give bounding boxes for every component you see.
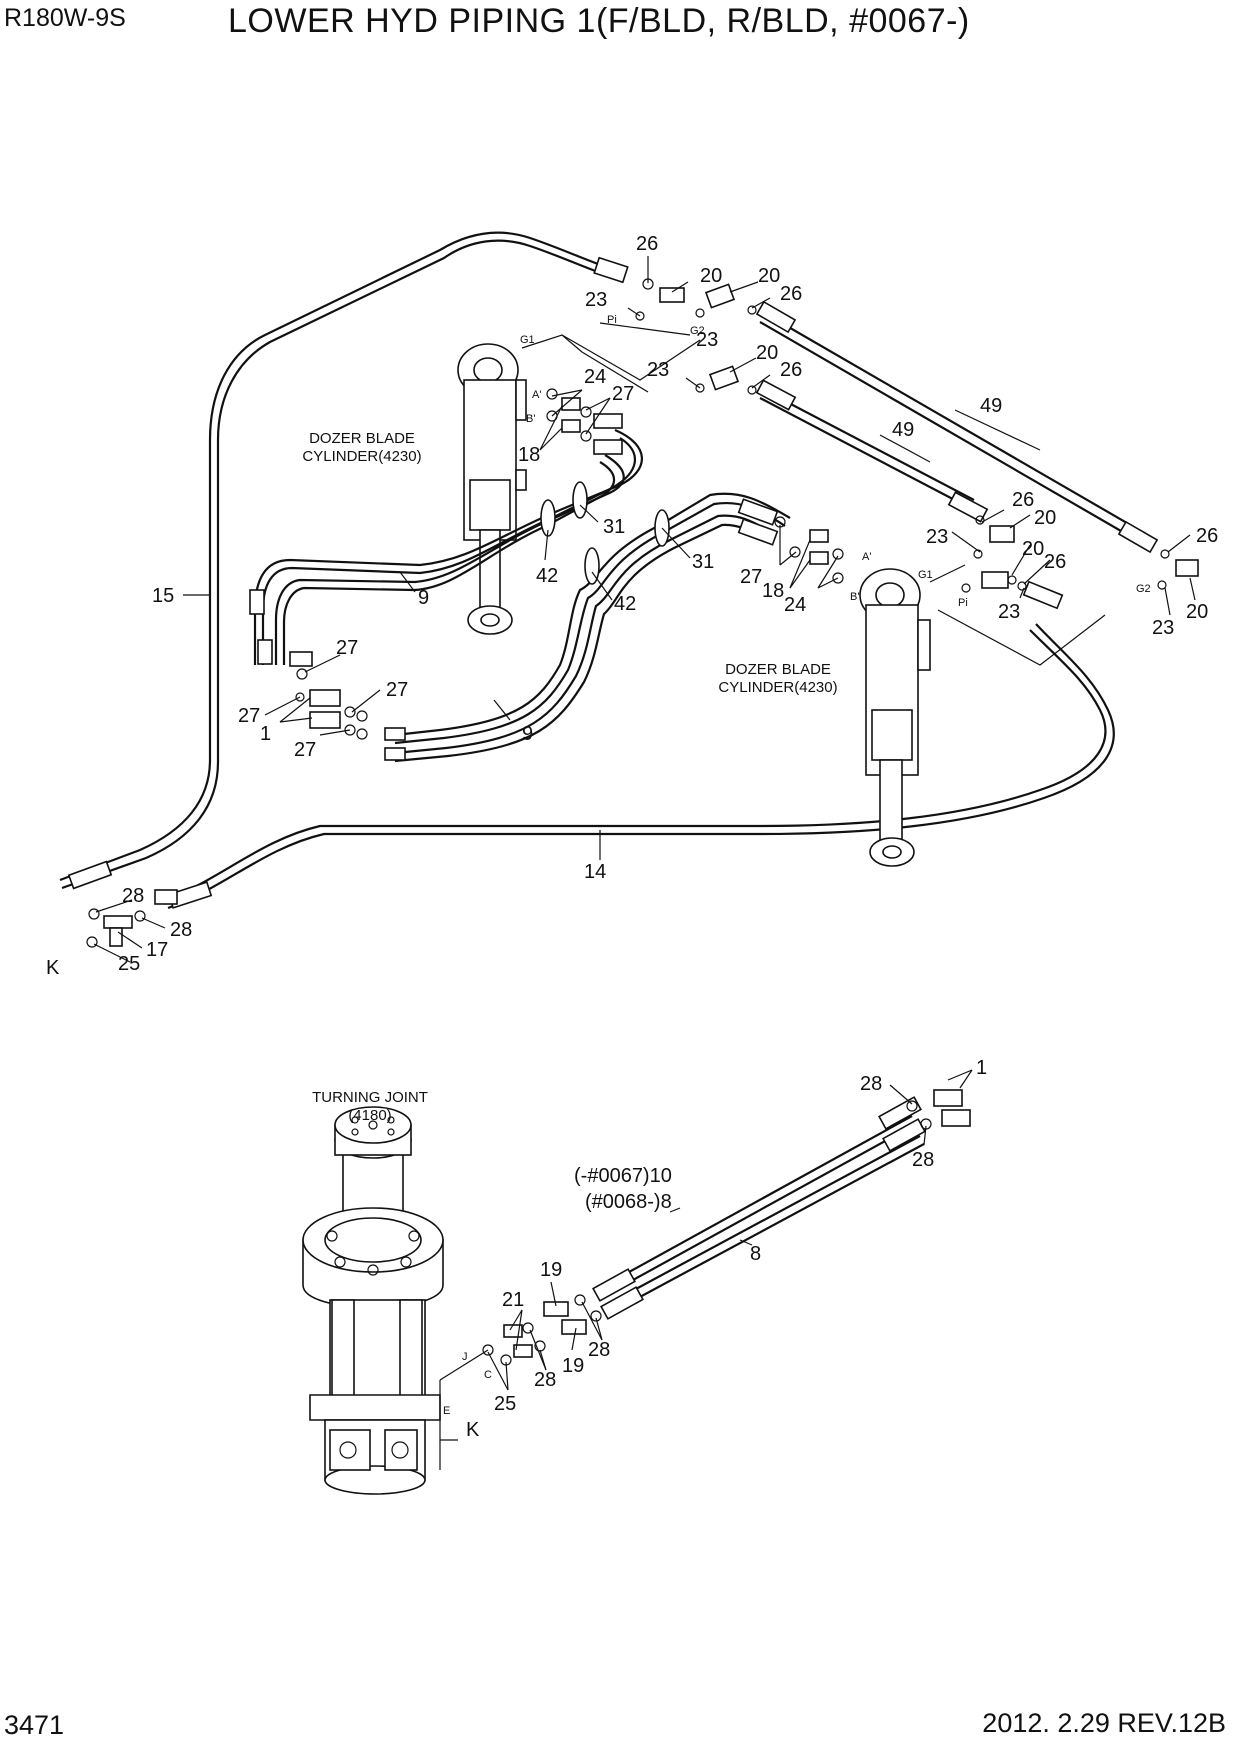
callout-42: 42 — [536, 565, 558, 587]
fittings-upper — [289, 278, 757, 740]
label-dozer-right-1: DOZER BLADE — [725, 661, 831, 678]
dozer-cylinder-left — [457, 343, 527, 635]
port-pi-left: Pi — [607, 314, 617, 326]
port-g2-left: G2 — [690, 325, 705, 337]
port-k-top: K — [46, 957, 60, 979]
port-k-bottom: K — [466, 1419, 480, 1441]
callout-26: 26 — [1012, 489, 1034, 511]
port-a-left: A' — [532, 389, 541, 401]
callout-26: 26 — [1196, 525, 1218, 547]
page-number: 3471 — [4, 1710, 65, 1740]
port-a-right: A' — [862, 551, 871, 563]
port-c: C — [484, 1369, 492, 1381]
callout-28: 28 — [534, 1369, 556, 1391]
port-g2-right: G2 — [1136, 583, 1151, 595]
callout-28: 28 — [122, 885, 144, 907]
callout-1: 1 — [976, 1057, 987, 1079]
callout-19: 19 — [562, 1355, 584, 1377]
fittings-right — [774, 515, 1199, 610]
port-b-right: B' — [850, 591, 859, 603]
port-g1-right: G1 — [918, 569, 933, 581]
callout-23: 23 — [926, 526, 948, 548]
callout-27: 27 — [740, 566, 762, 588]
callout-9: 9 — [418, 587, 429, 609]
port-pi-right: Pi — [958, 597, 968, 609]
port-e: E — [443, 1405, 450, 1417]
callout-31: 31 — [603, 516, 625, 538]
model-code: R180W-9S — [4, 4, 126, 32]
callout-25: 25 — [118, 953, 140, 975]
callout-25: 25 — [494, 1393, 516, 1415]
callout-8: 8 — [750, 1243, 761, 1265]
label-dozer-left-1: DOZER BLADE — [309, 430, 415, 447]
callout-20: 20 — [700, 265, 722, 287]
callout-leaders — [93, 256, 1196, 1391]
label-turning-joint-1: TURNING JOINT — [312, 1089, 428, 1106]
callout-24: 24 — [584, 366, 606, 388]
callout-17: 17 — [146, 939, 168, 961]
callout-26: 26 — [636, 233, 658, 255]
callout-26: 26 — [780, 359, 802, 381]
callout-14: 14 — [584, 861, 606, 883]
callout-1: 1 — [260, 723, 271, 745]
callout-27: 27 — [238, 705, 260, 727]
callout-20: 20 — [1186, 601, 1208, 623]
callout-28: 28 — [912, 1149, 934, 1171]
callout-20: 20 — [1022, 538, 1044, 560]
fittings-lower-left — [86, 889, 178, 948]
tube-9-lower — [384, 492, 791, 763]
tube-8-pair — [592, 1096, 926, 1320]
revision-date: 2012. 2.29 REV.12B — [982, 1708, 1226, 1738]
callout-31: 31 — [692, 551, 714, 573]
fittings-lower — [439, 1089, 971, 1470]
port-b-left: B' — [526, 413, 535, 425]
label-dozer-left-2: CYLINDER(4230) — [302, 448, 421, 465]
callout-49: 49 — [892, 419, 914, 441]
label-dozer-right-2: CYLINDER(4230) — [718, 679, 837, 696]
hose-15 — [59, 231, 629, 890]
port-g1-left: G1 — [520, 334, 535, 346]
callout-15: 15 — [152, 585, 174, 607]
callout-27: 27 — [386, 679, 408, 701]
callout-23: 23 — [696, 329, 718, 351]
callout-23: 23 — [585, 289, 607, 311]
label-serial-old: (-#0067)10 — [574, 1165, 672, 1187]
callout-18: 18 — [762, 580, 784, 602]
callout-26: 26 — [780, 283, 802, 305]
callout-18: 18 — [518, 444, 540, 466]
callout-27: 27 — [294, 739, 316, 761]
callout-20: 20 — [758, 265, 780, 287]
callout-27: 27 — [612, 383, 634, 405]
callout-26: 26 — [1044, 551, 1066, 573]
turning-joint — [302, 1106, 444, 1495]
callout-42: 42 — [614, 593, 636, 615]
tube-9-upper — [249, 428, 643, 665]
hose-49-pair — [755, 300, 1159, 554]
port-j: J — [462, 1351, 468, 1363]
callout-9: 9 — [522, 723, 533, 745]
callout-23: 23 — [998, 601, 1020, 623]
label-serial-new: (#0068-)8 — [585, 1191, 672, 1213]
callout-20: 20 — [756, 342, 778, 364]
callout-23: 23 — [1152, 617, 1174, 639]
callout-23: 23 — [647, 359, 669, 381]
port-leaders-left — [521, 322, 701, 393]
callout-28: 28 — [170, 919, 192, 941]
clamps — [540, 481, 670, 585]
callout-20: 20 — [1034, 507, 1056, 529]
callout-28: 28 — [588, 1339, 610, 1361]
label-turning-joint-2: (4180) — [348, 1107, 391, 1124]
callout-27: 27 — [336, 637, 358, 659]
callout-19: 19 — [540, 1259, 562, 1281]
callout-24: 24 — [784, 594, 806, 616]
callout-49: 49 — [980, 395, 1002, 417]
page-title: LOWER HYD PIPING 1(F/BLD, R/BLD, #0067-) — [228, 2, 970, 40]
hose-14 — [164, 623, 1115, 910]
callout-28: 28 — [860, 1073, 882, 1095]
callout-21: 21 — [502, 1289, 524, 1311]
port-leaders-right — [929, 564, 1106, 666]
dozer-cylinder-right — [859, 568, 931, 867]
